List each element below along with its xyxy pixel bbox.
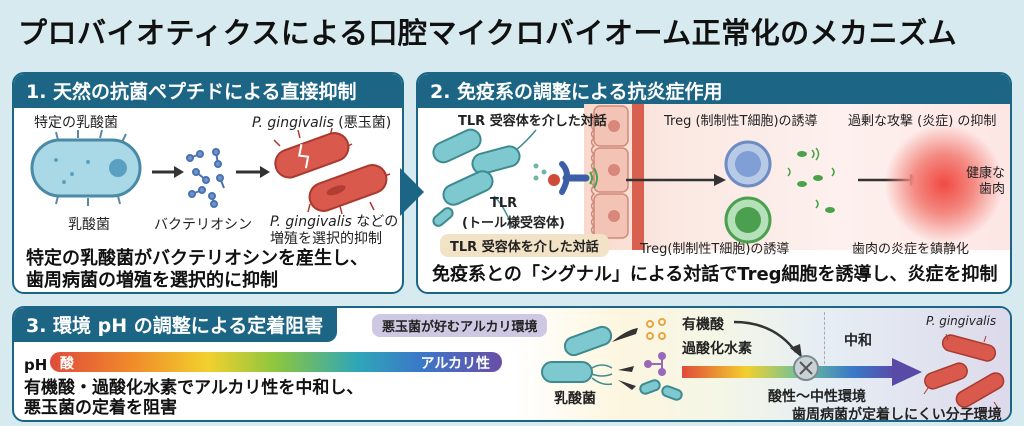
curved-arrow-icon — [733, 320, 802, 358]
ph-acid-label: 酸 — [60, 356, 74, 372]
lactobacillus-group-illustration — [432, 128, 547, 227]
chevron-right-icon — [400, 168, 424, 216]
cytokine-signals-icon — [787, 147, 835, 213]
label-tlr: TLR — [490, 196, 518, 211]
arrow-icon — [152, 166, 184, 178]
label-bacteriocin: バクテリオシン — [154, 217, 252, 233]
panel-2-summary: 免疫系との「シグナル」による対話でTreg細胞を誘導し、炎症を抑制 — [432, 264, 998, 285]
label-treg-top: Treg (制制性T細胞)の誘導 — [664, 114, 818, 129]
label-tlr-full: (トール様受容体) — [462, 216, 565, 231]
label-suppress-inflammation: 過剰な攻撃 (炎症) の抑制 — [848, 114, 997, 129]
pathogen-body — [308, 164, 388, 212]
summary-line1: 有機酸・過酸化水素でアルカリ性を中和し、 — [24, 378, 364, 398]
label-selective-inhibition: P. gingivalis などの 増殖を選択的抑制 — [270, 214, 398, 248]
label-organic-acid: 有機酸 — [682, 317, 724, 333]
label-acid-neutral-env: 酸性〜中性環境 — [768, 389, 866, 405]
panel-3-summary: 有機酸・過酸化水素でアルカリ性を中和し、 悪玉菌の定着を阻害 — [24, 378, 363, 418]
label-healthy-line2: 歯肉 — [979, 182, 1006, 197]
label-treg-bottom: Treg(制制性T細胞)の誘導 — [640, 242, 790, 257]
treg-cell-illustration — [724, 140, 772, 244]
pathogen-suffix: (悪玉菌) — [333, 115, 392, 131]
label-pathogen-top: P. gingivalis (悪玉菌) — [252, 112, 391, 132]
divider-dashed — [824, 312, 825, 364]
blocked-circle-icon — [793, 355, 819, 381]
ph-alkaline-label: アルカリ性 — [420, 356, 490, 372]
page-title: プロバイオティクスによる口腔マイクロバイオーム正常化のメカニズム — [18, 16, 958, 50]
arrow-icon — [236, 166, 270, 178]
label-lactobacillus: 乳酸菌 — [68, 217, 110, 233]
pathogen-illustration — [273, 127, 391, 215]
panel-ph: 3. 環境 pH の調整による定着阻害 悪玉菌が好むアルカリ環境 pH 酸 アル… — [12, 306, 1012, 422]
label-result-line1: などの — [351, 214, 399, 230]
pathogen-name: P. gingivalis — [270, 214, 352, 230]
ph-label: pH — [24, 356, 48, 374]
molecules-icon — [644, 318, 666, 376]
panel-bacteriocin: 1. 天然の抗菌ペプチドによる直接抑制 特定の乳酸菌 P. gingivalis… — [12, 72, 404, 294]
tag-tlr-dialog: TLR 受容体を介した対話 — [440, 234, 609, 257]
label-healthy-gum: 健康な 歯肉 — [966, 166, 1005, 198]
label-result-line2: 増殖を選択的抑制 — [270, 231, 382, 247]
label-env-result: 歯周病菌が定着しにくい分子環境 — [792, 407, 1002, 422]
panel-1-summary: 特定の乳酸菌がバクテリオシンを産生し、 歯周病菌の増殖を選択的に抑制 — [26, 248, 368, 292]
inflammation-glow — [884, 124, 1004, 244]
pathogen-name: P. gingivalis — [252, 115, 334, 131]
lactobacillus-production-illustration — [541, 325, 683, 401]
pathogen-body-damaged — [274, 132, 350, 179]
tlr-receptor-icon — [548, 161, 598, 195]
bacteriocin-illustration — [186, 148, 225, 208]
label-lactobacillus-p3: 乳酸菌 — [554, 391, 596, 407]
epithelial-cells — [590, 104, 644, 250]
label-hydrogen-peroxide: 過酸化水素 — [682, 341, 752, 357]
lactobacillus-illustration — [30, 129, 142, 206]
arrow-icon — [626, 174, 726, 186]
label-pathogen-p3: P. gingivalis — [926, 314, 997, 328]
pathogen-group-illustration — [923, 333, 1005, 409]
panel-1-header: 1. 天然の抗菌ペプチドによる直接抑制 — [14, 74, 402, 108]
label-healthy-line1: 健康な — [966, 166, 1006, 181]
neutralize-arrow — [682, 358, 922, 386]
panel-3-header: 3. 環境 pH の調整による定着阻害 — [14, 308, 338, 342]
summary-line2: 悪玉菌の定着を阻害 — [24, 398, 177, 418]
summary-line1: 特定の乳酸菌がバクテリオシンを産生し、 — [26, 248, 368, 269]
label-calm-inflammation: 歯肉の炎症を鎮静化 — [852, 242, 970, 257]
ph-scale-bar: 酸 アルカリ性 — [50, 352, 502, 372]
panel-2-header: 2. 免疫系の調整による抗炎症作用 — [418, 74, 1010, 108]
label-specific-lactobacillus: 特定の乳酸菌 — [34, 115, 118, 131]
badge-alkaline-environment: 悪玉菌が好むアルカリ環境 — [372, 314, 548, 337]
lactobacillus-body — [30, 138, 142, 198]
label-neutralize: 中和 — [844, 333, 872, 349]
summary-line2: 歯周病菌の増殖を選択的に抑制 — [26, 270, 278, 291]
label-tlr-dialog-top: TLR 受容体を介した対話 — [458, 114, 607, 129]
panel-immune: 2. 免疫系の調整による抗炎症作用 — [416, 72, 1012, 294]
